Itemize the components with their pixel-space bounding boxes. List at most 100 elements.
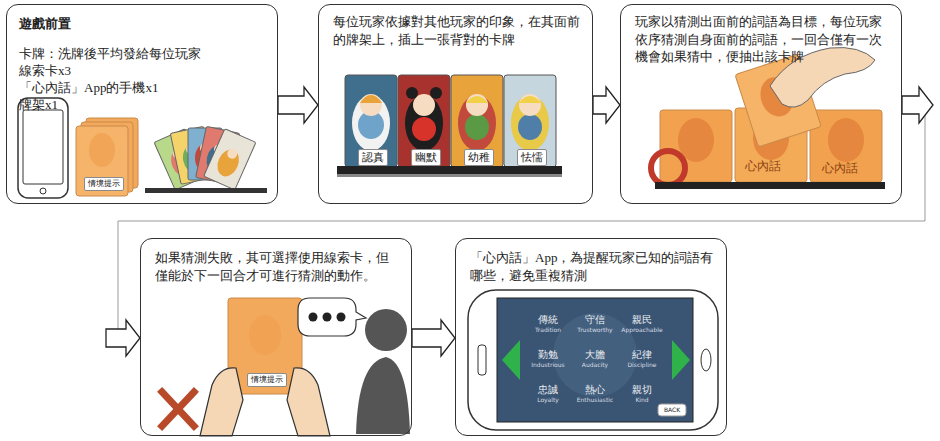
phone-app [658, 404, 686, 416]
doll-cards [412, 117, 436, 141]
doll-cards [519, 96, 541, 103]
cross-mark [162, 392, 194, 426]
tag-text: 情境提示 [88, 179, 120, 189]
doll-cards [519, 94, 541, 116]
flow-arrow [412, 320, 455, 356]
doll-cards [345, 75, 397, 167]
speech-bubble [298, 298, 366, 336]
word-english: Enthusiastic [570, 397, 620, 404]
doll-cards [465, 114, 489, 140]
card-rack [337, 174, 562, 177]
cross-mark [162, 392, 194, 426]
phone-app [701, 349, 711, 371]
heart-cards [828, 118, 864, 162]
hand [200, 368, 243, 436]
word-english: Discipline [617, 362, 667, 369]
doll-cards [345, 75, 397, 167]
step-text: 線索卡x3 [19, 62, 275, 80]
word-english: Audacity [570, 362, 620, 369]
clue-cards [89, 133, 115, 167]
step-text: 玩家以猜測出面前的詞語為目標，每位玩家依序猜測自身面前的詞語，一回合僅有一次機會… [635, 13, 891, 66]
tag-text: 幼稚 [468, 151, 490, 164]
word-english: Trustworthy [570, 327, 620, 334]
flow-arrow [118, 105, 925, 338]
step-text: 「心內話」App，為提醒玩家已知的詞語有哪些，避免重複猜測 [470, 249, 716, 284]
doll-cards [405, 95, 443, 151]
step-panel: 「心內話」App，為提醒玩家已知的詞語有哪些，避免重複猜測 [455, 238, 727, 436]
back-button-text: BACK [658, 404, 686, 416]
word-chinese: 勤勉 [523, 349, 573, 361]
speech-bubble [323, 313, 332, 322]
flow-arrow [902, 87, 933, 123]
doll-cards [466, 94, 488, 116]
phone-app [468, 290, 718, 430]
card-rack [337, 166, 562, 177]
doll-cards [511, 95, 549, 151]
character-cards [213, 146, 243, 180]
character-cards [226, 147, 239, 160]
flow-arrow [593, 87, 620, 123]
flow-arrow [106, 87, 933, 356]
heart-cards [810, 110, 882, 182]
phone-app [502, 340, 520, 380]
cross-mark [162, 392, 194, 426]
hand [287, 368, 330, 436]
word-english: Loyalty [523, 397, 573, 404]
speech-bubble [309, 313, 318, 322]
step-text: 卡牌：洗牌後平均發給每位玩家 [19, 45, 275, 63]
doll-cards [518, 114, 542, 140]
flow-arrow [593, 87, 620, 123]
tag-text: 怯懦 [521, 151, 543, 164]
phone-app [468, 290, 718, 430]
step-panel: 如果猜測失敗，其可選擇使用線索卡，但僅能於下一回合才可進行猜測的動作。情境提示 [140, 238, 412, 436]
clue-tag: 情境提示 [247, 373, 287, 387]
word-chinese: 守信 [570, 314, 620, 326]
tag-text: 認真 [362, 151, 384, 164]
ring [651, 151, 685, 185]
card-rack [145, 188, 267, 193]
speech-bubble [337, 313, 346, 322]
step-panel: 玩家以猜測出面前的詞語為目標，每位玩家依序猜測自身面前的詞語，一回合僅有一次機會… [620, 4, 902, 204]
phone-icon [23, 110, 63, 184]
word-chinese: 親民 [617, 314, 667, 326]
card-rack [655, 182, 885, 189]
player-figure [356, 309, 410, 434]
flow-arrow [278, 87, 318, 123]
card-label: 認真 [358, 149, 388, 166]
heart-cards [660, 110, 732, 182]
doll-cards [430, 87, 442, 99]
step-text: 遊戲前置 [19, 15, 269, 33]
tag-text: 幽默 [415, 151, 437, 164]
word-english: Approachable [617, 327, 667, 334]
clue-tag: 情境提示 [84, 177, 124, 191]
step-text: 「心內話」App的手機x1 [19, 79, 275, 97]
phone-icon [18, 98, 68, 198]
flow-arrow [412, 320, 455, 356]
clue-cards [76, 126, 128, 196]
flow-arrow [278, 87, 318, 123]
phone-app [553, 313, 637, 397]
step-panel: 遊戲前置卡牌：洗牌後平均發給每位玩家線索卡x3「心內話」App的手機x1牌架x1… [6, 4, 278, 204]
doll-cards [345, 75, 556, 167]
word-chinese: 紀律 [617, 349, 667, 361]
card-rack [337, 166, 562, 174]
step-text: 每位玩家依據對其他玩家的印象，在其面前的牌架上，插上一張背對的卡牌 [333, 13, 581, 48]
clue-cards [76, 118, 138, 196]
doll-cards [451, 75, 503, 167]
speech-bubble [298, 298, 366, 336]
phone-app [478, 345, 486, 375]
word-chinese: 傳統 [523, 314, 573, 326]
tag-text: 情境提示 [251, 375, 283, 385]
step-text: 如果猜測失敗，其可選擇使用線索卡，但僅能於下一回合才可進行猜測的動作。 [155, 249, 401, 284]
word-chinese: 親切 [617, 384, 667, 396]
card-label: 怯懦 [517, 149, 547, 166]
doll-cards [352, 95, 390, 151]
card-label: 幽默 [411, 149, 441, 166]
doll-cards [360, 95, 382, 103]
card-label: 幼稚 [464, 149, 494, 166]
doll-cards [413, 94, 435, 116]
word-chinese: 大膽 [570, 349, 620, 361]
word-english: Kind [617, 397, 667, 404]
phone-app [672, 340, 690, 380]
